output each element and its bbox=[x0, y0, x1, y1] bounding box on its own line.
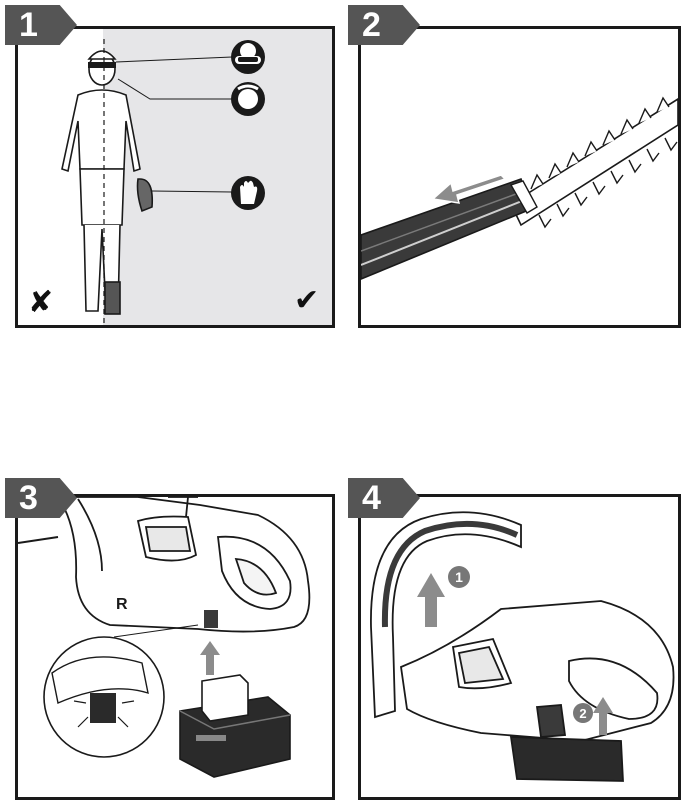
leader-lines bbox=[115, 56, 233, 193]
logo-mark: R bbox=[116, 596, 128, 613]
hearing-protection-icon bbox=[231, 82, 265, 116]
step-3-badge: 3 bbox=[5, 478, 77, 518]
hedge-blade bbox=[509, 96, 678, 229]
step-3-panel: R bbox=[15, 494, 335, 800]
step-1-badge: 1 bbox=[5, 5, 77, 45]
battery-pack bbox=[179, 674, 291, 778]
battery-insertion-illustration: R bbox=[18, 497, 311, 778]
correct-mark: ✔ bbox=[294, 283, 320, 318]
incorrect-mark: ✘ bbox=[28, 285, 54, 320]
ppe-illustration bbox=[61, 29, 332, 325]
detail-inset bbox=[43, 624, 199, 758]
safety-glasses bbox=[88, 62, 116, 68]
protected-half-background bbox=[103, 29, 332, 325]
trimmer-body bbox=[56, 497, 311, 633]
blade-edge bbox=[18, 536, 59, 544]
lift-arrow-2 bbox=[593, 697, 613, 735]
front-handle bbox=[370, 511, 522, 719]
step-4-badge: 4 bbox=[348, 478, 420, 518]
step-1-panel: ✘ ✔ bbox=[15, 26, 335, 328]
lift-arrow-1 bbox=[417, 573, 445, 627]
removal-arrow bbox=[431, 174, 507, 204]
step-2-badge: 2 bbox=[348, 5, 420, 45]
battery-port bbox=[204, 610, 218, 628]
gloves-icon bbox=[231, 176, 265, 210]
step-4-panel: 1 2 bbox=[358, 494, 681, 800]
step-2-panel bbox=[358, 26, 681, 328]
trimmer-body bbox=[400, 600, 675, 782]
svg-text:2: 2 bbox=[579, 706, 586, 721]
eye-protection-icon bbox=[231, 40, 265, 74]
handle-grip-illustration: 1 2 bbox=[370, 511, 675, 782]
insert-arrow bbox=[200, 641, 220, 675]
blade-sheath bbox=[361, 177, 538, 280]
svg-text:1: 1 bbox=[455, 569, 463, 585]
callout-2: 2 bbox=[573, 703, 593, 723]
blade-cover-illustration bbox=[361, 96, 678, 280]
operator-figure bbox=[61, 50, 154, 315]
callout-1: 1 bbox=[448, 566, 470, 588]
